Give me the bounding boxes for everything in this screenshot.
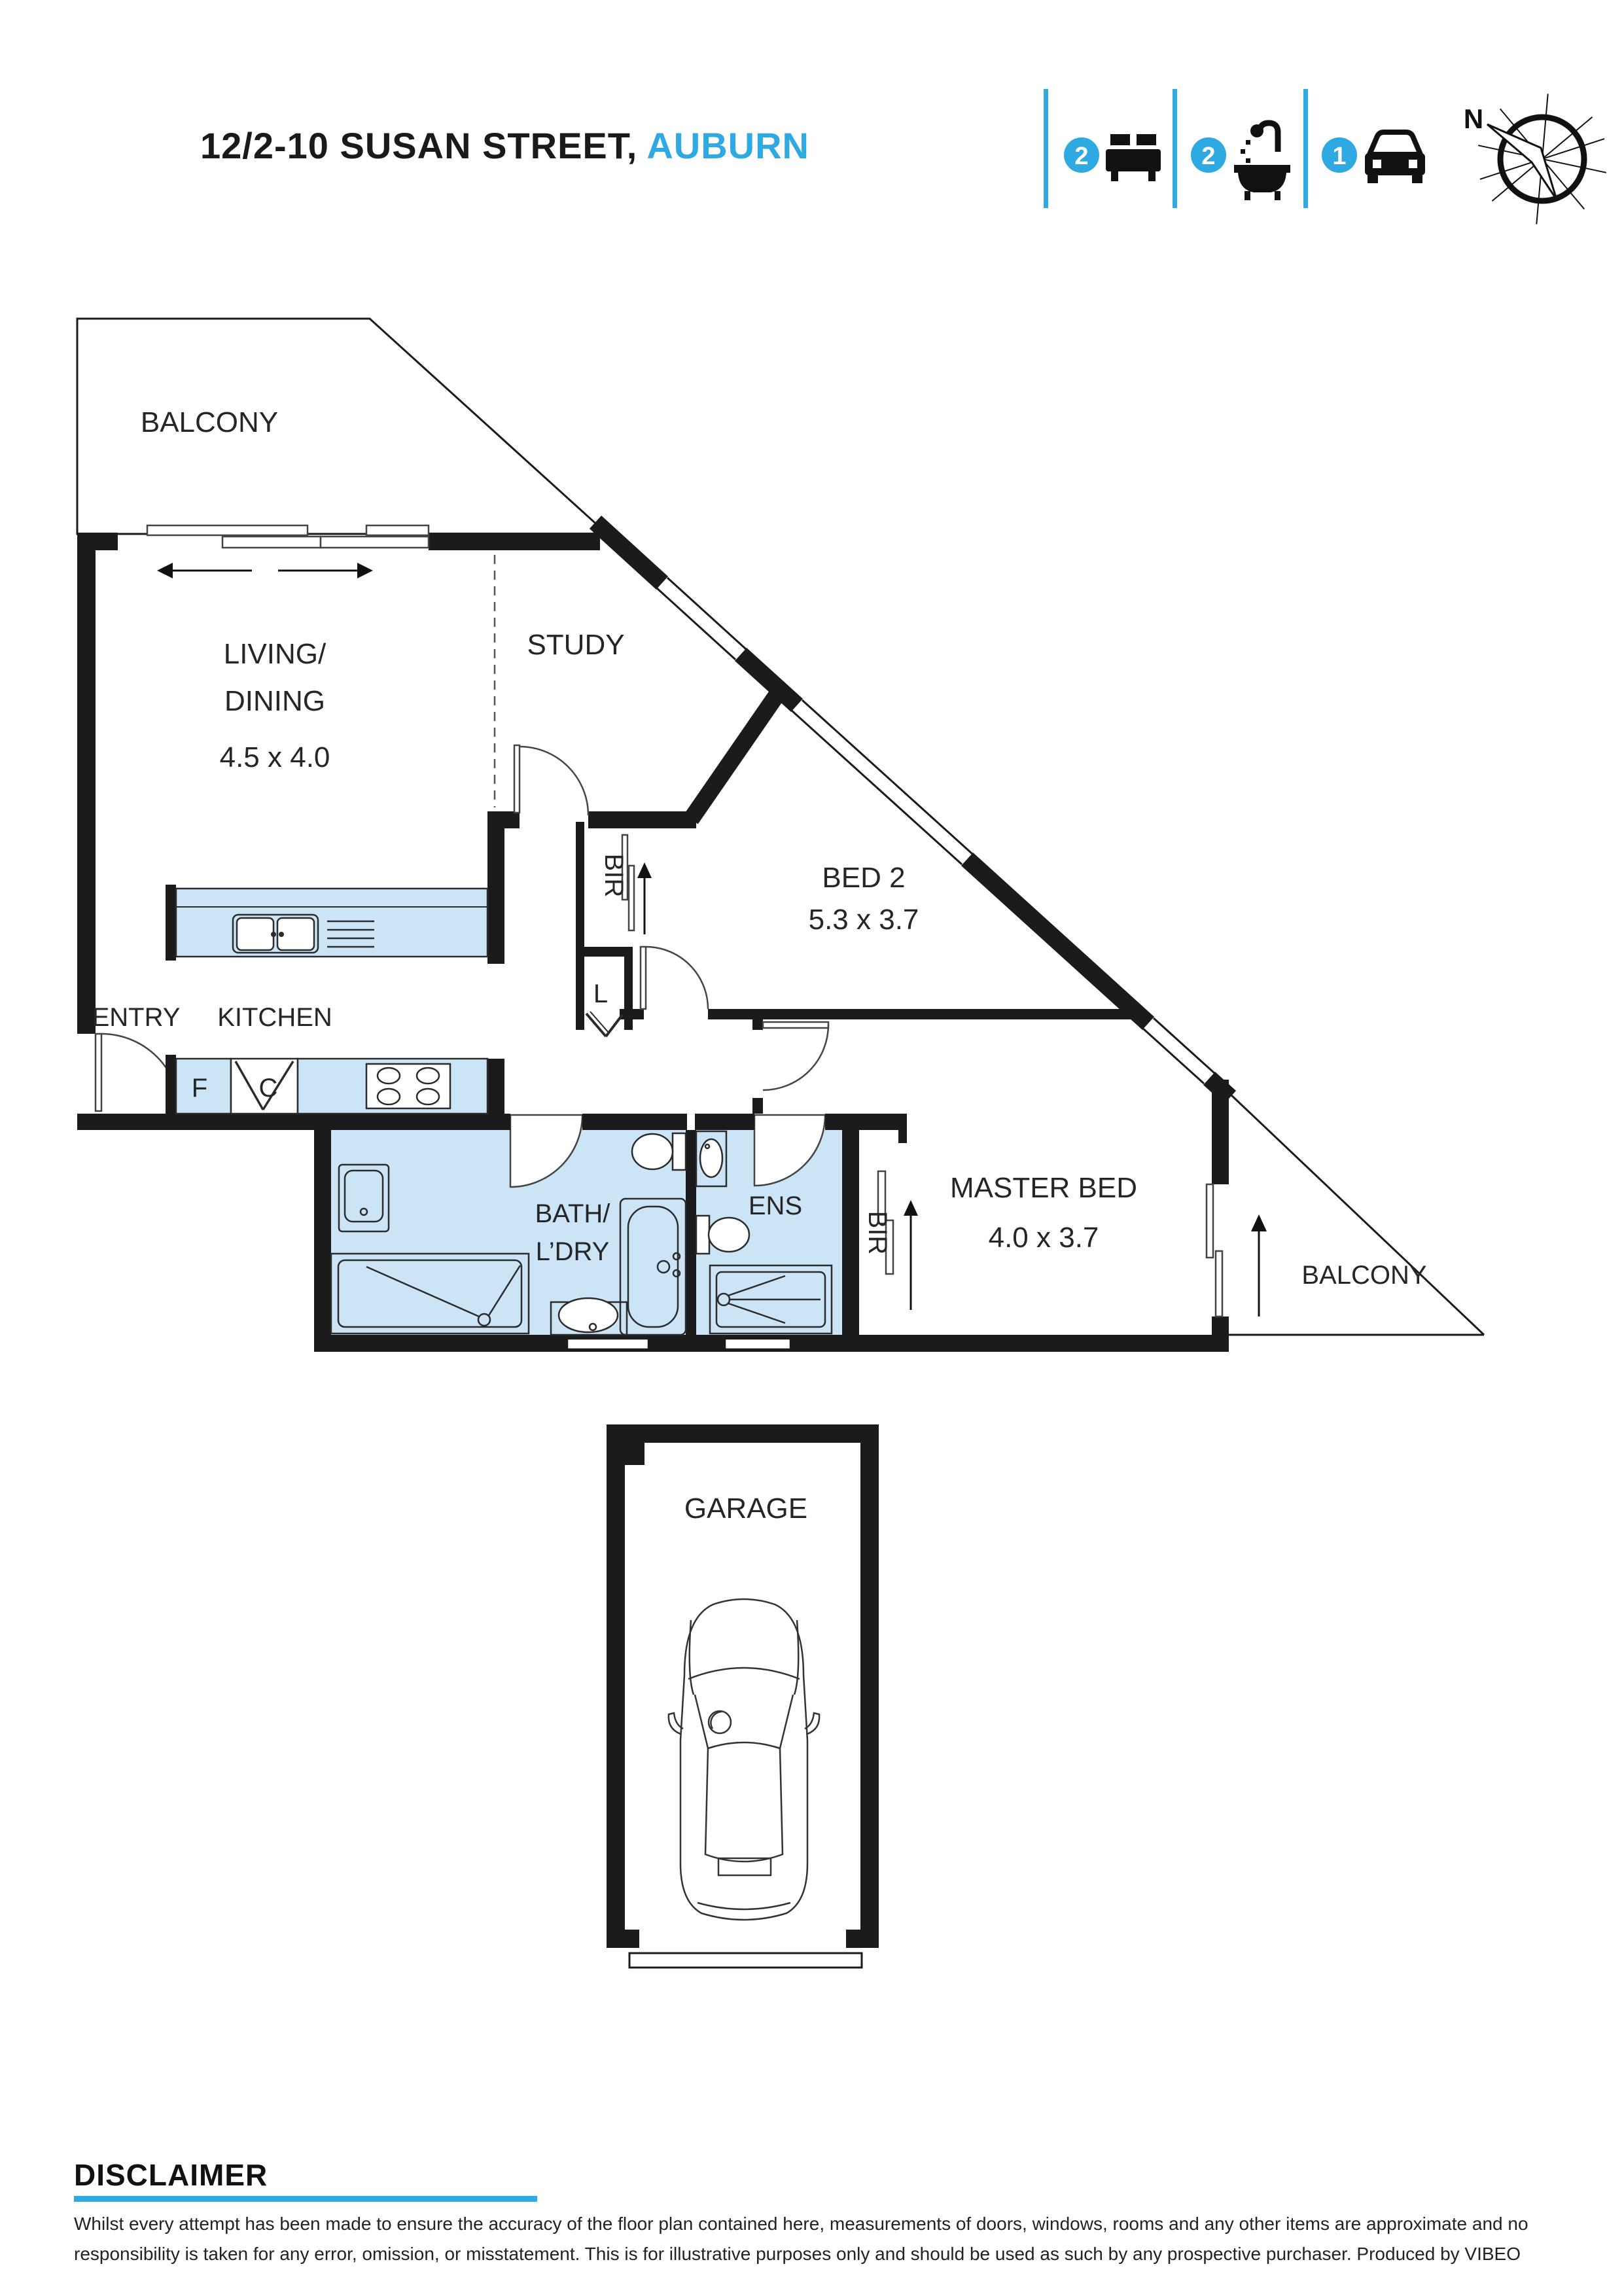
car-count: 1 bbox=[1332, 143, 1346, 170]
bath-toilet bbox=[631, 1132, 687, 1171]
cooktop bbox=[365, 1063, 451, 1110]
room-dims-master: 4.0 x 3.7 bbox=[989, 1222, 1099, 1254]
room-label-bir-hall: BIR bbox=[599, 854, 628, 898]
bath-count: 2 bbox=[1201, 143, 1215, 170]
garage-door bbox=[628, 1952, 863, 1969]
room-dims-living: 4.5 x 4.0 bbox=[220, 741, 330, 773]
page-title: 12/2-10 SUSAN STREET,AUBURN bbox=[200, 125, 809, 166]
disclaimer-line2: responsibility is taken for any error, o… bbox=[74, 2244, 1521, 2264]
divider-bar bbox=[1173, 89, 1177, 208]
compass: N bbox=[1464, 94, 1607, 224]
disclaimer-line1: Whilst every attempt has been made to en… bbox=[74, 2214, 1528, 2234]
room-label-ens: ENS bbox=[749, 1192, 802, 1220]
room-label-bed2: BED 2 bbox=[822, 862, 905, 894]
room-label-balcony-top: BALCONY bbox=[141, 406, 278, 438]
bath-count-badge bbox=[1191, 137, 1226, 173]
room-label-living-2: DINING bbox=[224, 685, 325, 717]
room-label-bath-1: BATH/ bbox=[535, 1199, 611, 1228]
car-count-badge bbox=[1322, 137, 1357, 173]
compass-circle bbox=[1497, 114, 1587, 204]
master-balcony-slider bbox=[1205, 1183, 1224, 1318]
bath-icon bbox=[1234, 120, 1290, 200]
kitchen-island bbox=[166, 885, 489, 961]
car-top-view bbox=[667, 1598, 821, 1921]
disclaimer: DISCLAIMER Whilst every attempt has been… bbox=[74, 2158, 1528, 2264]
cupboard bbox=[230, 1057, 299, 1115]
kitchen-sink bbox=[232, 913, 374, 954]
stats-bar: 2 2 1 bbox=[1044, 89, 1425, 208]
divider-bar bbox=[1044, 89, 1048, 208]
page-title-suburb: AUBURN bbox=[646, 125, 809, 166]
ens-basin bbox=[695, 1130, 728, 1188]
divider-bar bbox=[1303, 89, 1308, 208]
label-fridge: F bbox=[192, 1074, 207, 1103]
garage: GARAGE bbox=[607, 1424, 879, 1969]
compass-needle bbox=[1487, 123, 1558, 200]
bath-fixtures bbox=[330, 1132, 687, 1336]
bed-count-badge bbox=[1064, 137, 1099, 173]
room-label-study: STUDY bbox=[527, 629, 624, 661]
bath-tub bbox=[619, 1197, 687, 1336]
room-dims-bed2: 5.3 x 3.7 bbox=[809, 904, 919, 936]
room-label-linen: L bbox=[593, 980, 608, 1008]
label-cupboard: C bbox=[259, 1074, 278, 1103]
room-label-garage: GARAGE bbox=[684, 1492, 807, 1525]
ens-window bbox=[724, 1337, 792, 1351]
bath-basin bbox=[550, 1297, 628, 1336]
ens-door-swing bbox=[753, 1114, 826, 1187]
walls bbox=[77, 516, 1237, 1352]
room-label-living-1: LIVING/ bbox=[224, 638, 327, 670]
room-label-bath-2: L’DRY bbox=[536, 1237, 610, 1266]
car-icon bbox=[1365, 130, 1425, 183]
disclaimer-heading: DISCLAIMER bbox=[74, 2158, 268, 2192]
bath-window bbox=[566, 1337, 650, 1351]
bir-hall-slider bbox=[621, 834, 652, 934]
compass-north-label: N bbox=[1464, 103, 1483, 134]
kitchen-counter bbox=[166, 1055, 489, 1115]
bir-master-slider bbox=[877, 1170, 918, 1310]
balcony-access-arrow bbox=[1251, 1214, 1267, 1316]
bath-shower bbox=[330, 1252, 530, 1335]
ens-fixtures bbox=[695, 1130, 833, 1335]
room-label-balcony-right: BALCONY bbox=[1301, 1261, 1426, 1290]
bed-count: 2 bbox=[1074, 143, 1088, 170]
disclaimer-underline bbox=[74, 2196, 537, 2202]
ens-toilet bbox=[695, 1214, 750, 1255]
bath-door-swing bbox=[509, 1114, 584, 1188]
room-label-kitchen: KITCHEN bbox=[217, 1003, 332, 1032]
bed-icon bbox=[1106, 134, 1161, 181]
room-label-master: MASTER BED bbox=[950, 1172, 1137, 1204]
living-balcony-slider bbox=[146, 524, 430, 578]
balcony-right-outline bbox=[1229, 1093, 1485, 1336]
ens-shower bbox=[709, 1264, 833, 1335]
room-label-entry: ENTRY bbox=[92, 1003, 181, 1032]
washing-machine bbox=[338, 1163, 390, 1233]
diagonal-windows bbox=[656, 576, 1216, 1085]
room-label-bir-master: BIR bbox=[863, 1211, 892, 1255]
